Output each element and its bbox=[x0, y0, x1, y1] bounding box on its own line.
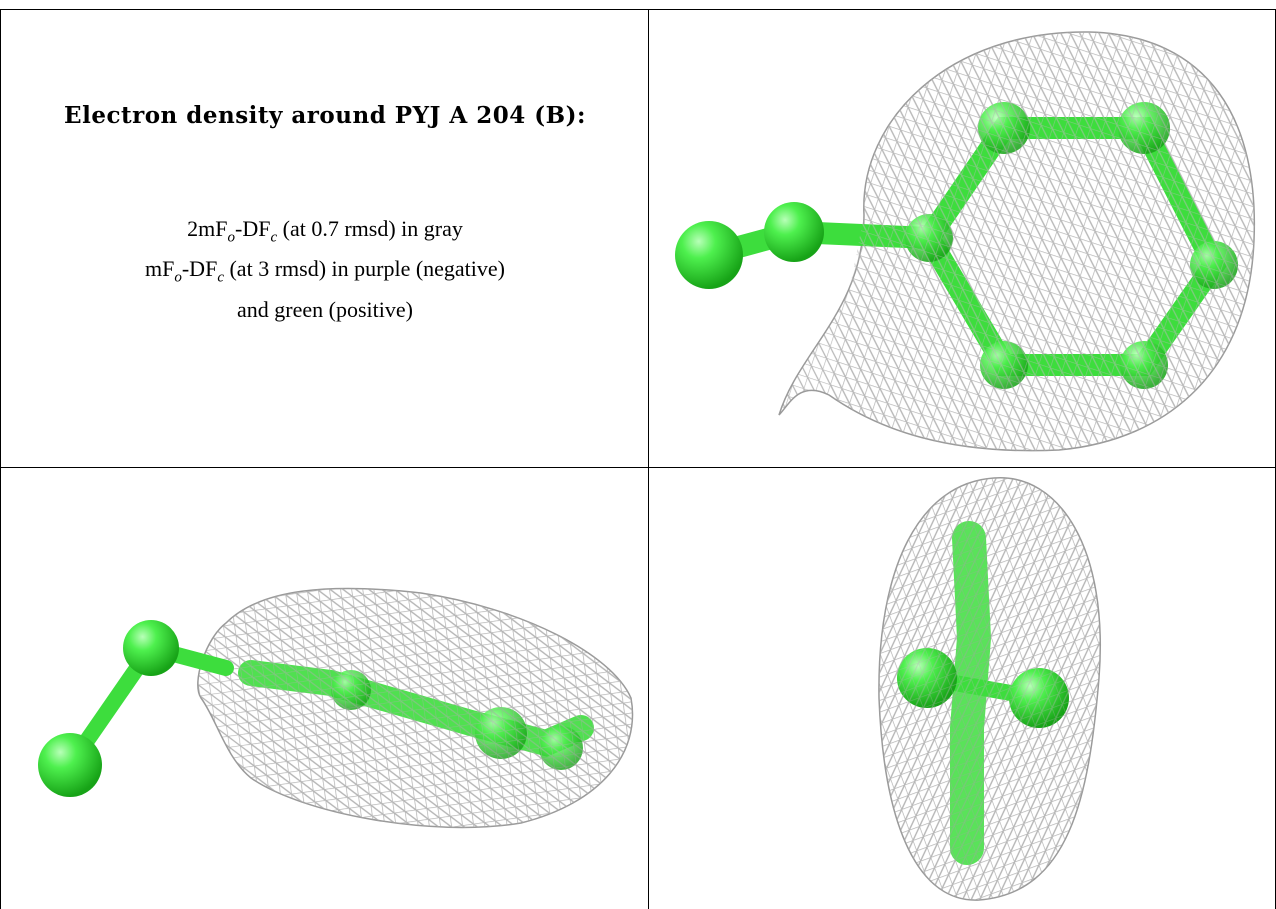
table-row-divider bbox=[0, 467, 1276, 468]
density-panel-top-right bbox=[649, 10, 1275, 467]
density-panel-bottom-right bbox=[649, 468, 1275, 909]
caption-line-1: 2mFo-DFc (at 0.7 rmsd) in gray bbox=[187, 216, 463, 246]
caption-line-2: mFo-DFc (at 3 rmsd) in purple (negative) bbox=[145, 256, 505, 286]
density-render-bottom-right bbox=[878, 477, 1101, 901]
density-render-top-right bbox=[675, 31, 1256, 452]
legend-cell: Electron density around PYJ A 204 (B): 2… bbox=[1, 10, 648, 467]
figure-title: Electron density around PYJ A 204 (B): bbox=[64, 102, 586, 129]
density-panel-bottom-left bbox=[1, 468, 648, 909]
figure-caption: 2mFo-DFc (at 0.7 rmsd) in gray mFo-DFc (… bbox=[1, 213, 648, 326]
table-border-left bbox=[0, 9, 1, 909]
density-render-bottom-left bbox=[38, 587, 634, 829]
table-column-divider bbox=[648, 9, 649, 909]
caption-line-3: and green (positive) bbox=[237, 296, 413, 322]
table-border-top bbox=[0, 9, 1276, 10]
